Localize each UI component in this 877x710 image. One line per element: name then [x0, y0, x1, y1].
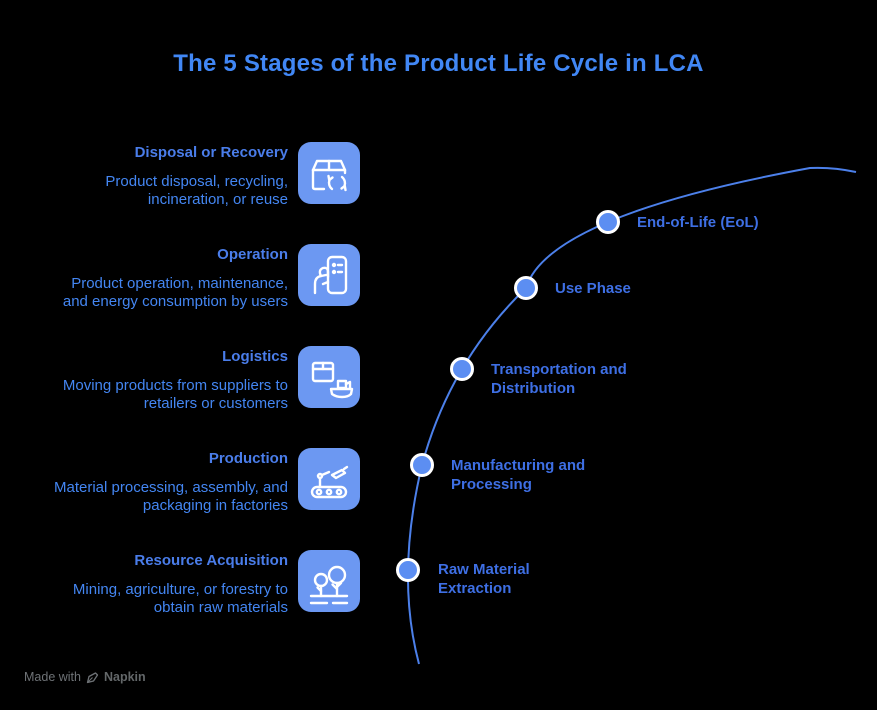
- stage-icon-tile: [298, 448, 360, 510]
- watermark: Made with Napkin: [24, 670, 146, 684]
- stage-icon-tile: [298, 346, 360, 408]
- stage-icon-tile: [298, 142, 360, 204]
- package-recycle-icon: [311, 159, 347, 192]
- stage-description: Material processing, assembly, and packa…: [54, 479, 288, 514]
- napkin-pen-icon: [86, 671, 99, 683]
- stage-row-operation: Operation Product operation, maintenance…: [0, 244, 877, 310]
- curve-node-dot-end-of-life: [596, 210, 620, 234]
- box-and-ship-icon: [311, 361, 354, 399]
- stage-row-disposal-or-recovery: Disposal or Recovery Product disposal, r…: [0, 142, 877, 208]
- curve-label-raw-material: Raw Material Extraction: [438, 561, 530, 597]
- curve-label-manufacturing: Manufacturing and Processing: [451, 457, 586, 493]
- curve-node-dot-raw-material: [396, 558, 420, 582]
- watermark-prefix: Made with: [24, 670, 81, 684]
- curve-node-dot-transportation: [450, 357, 474, 381]
- stage-description: Product operation, maintenance, and ener…: [62, 275, 288, 310]
- stage-name: Disposal or Recovery: [134, 144, 288, 161]
- curve-label-end-of-life: End-of-Life (EoL): [637, 214, 759, 231]
- stage-row-logistics: Logistics Moving products from suppliers…: [0, 346, 877, 412]
- stage-description: Moving products from suppliers to retail…: [62, 377, 288, 412]
- curve-node-dot-manufacturing: [410, 453, 434, 477]
- page-title: The 5 Stages of the Product Life Cycle i…: [173, 50, 704, 77]
- stage-name: Logistics: [222, 348, 288, 365]
- stage-row-production: Production Material processing, assembly…: [0, 448, 877, 514]
- stage-name: Production: [208, 450, 288, 467]
- stage-name: Resource Acquisition: [134, 552, 288, 569]
- stage-icon-tile: [298, 244, 360, 306]
- trees-icon: [309, 565, 349, 605]
- curve-node-dot-use-phase: [514, 276, 538, 300]
- curve-label-transportation: Transportation and Distribution: [491, 361, 627, 397]
- stage-description: Mining, agriculture, or forestry to obta…: [72, 581, 288, 616]
- curve-label-use-phase: Use Phase: [555, 280, 631, 297]
- stage-name: Operation: [217, 246, 288, 263]
- watermark-brand: Napkin: [103, 670, 146, 684]
- conveyor-robot-arm-icon: [310, 465, 349, 499]
- hand-pressing-device-icon: [313, 255, 348, 295]
- stage-icon-tile: [298, 550, 360, 612]
- stage-description: Product disposal, recycling, incineratio…: [105, 173, 288, 208]
- stage-row-resource-acquisition: Resource Acquisition Mining, agriculture…: [0, 550, 877, 616]
